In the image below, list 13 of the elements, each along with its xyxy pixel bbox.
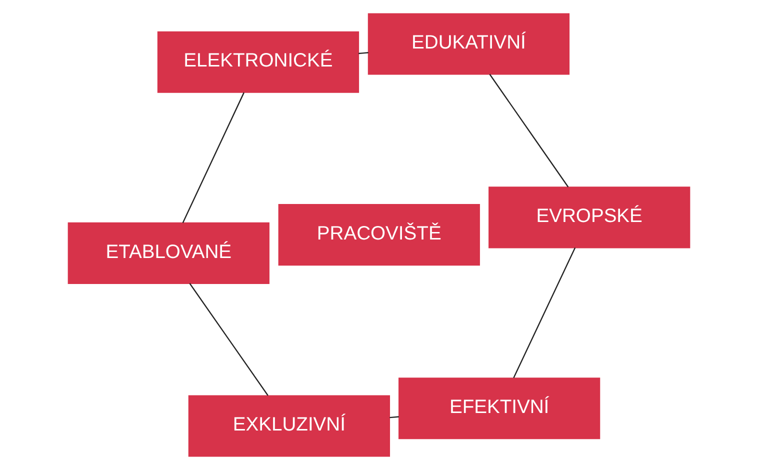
node-box: PRACOVIŠTĚ [278,204,480,266]
connector [182,92,244,223]
node-box: EXKLUZIVNÍ [188,394,390,456]
connector [488,73,568,187]
connector [512,246,576,378]
node-box: EFEKTIVNÍ [398,377,600,439]
connector [358,52,368,54]
node-box: EDUKATIVNÍ [367,12,570,74]
connector [188,282,268,396]
node-box: EVROPSKÉ [488,186,690,248]
connector [389,416,398,418]
node-box: ETABLOVANÉ [67,222,269,284]
node-box: ELEKTRONICKÉ [156,30,359,92]
